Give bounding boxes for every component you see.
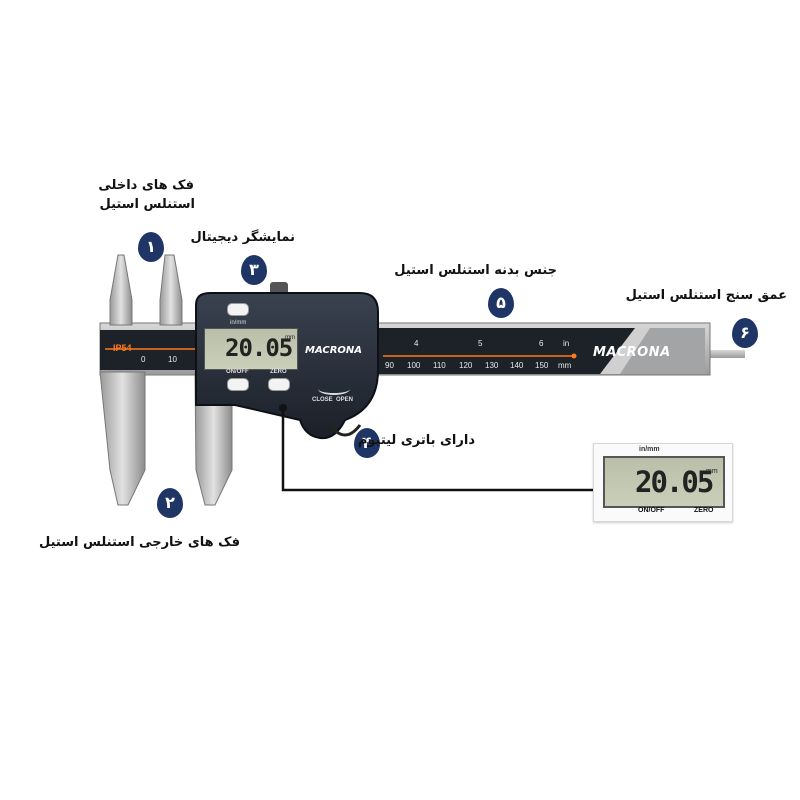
body-brand: MACRONA [305,345,363,356]
scale-mm-0: 0 [141,355,146,364]
scale-mm-130: 130 [485,361,499,370]
scale-in-unit: in [563,339,570,348]
scale-mm-150: 150 [535,361,549,370]
ip-rating: IP54 [113,343,132,353]
scale-in-6: 6 [539,339,544,348]
zoom-lcd-unit: mm [706,468,718,475]
zero-button[interactable] [268,378,290,391]
scale-mm-90: 90 [385,361,394,370]
zoom-unit-label: in/mm [639,446,660,453]
scale-mm-120: 120 [459,361,473,370]
zoom-lcd: 20.05 mm [603,456,725,508]
body-zero-label: ZERO [270,369,287,375]
top-button[interactable] [227,303,249,316]
body-lcd: 20.05 mm [204,328,298,370]
scale-in-5: 5 [478,339,483,348]
zoom-lcd-reading: 20.05 [635,465,714,499]
body-lcd-reading: 20.05 [225,334,293,362]
battery-cover-label: CLOSE OPEN [312,397,354,403]
callout-dot [279,404,287,412]
body-lcd-unit: mm [285,335,295,341]
battery-cover-arrow-icon [318,383,350,395]
body-on-off-label: ON/OFF [226,369,249,375]
on-off-button[interactable] [227,378,249,391]
scale-mm-110: 110 [433,361,446,370]
scale-in-4: 4 [414,339,419,348]
badge-4-icon: ۴ [354,428,380,458]
zoom-display: in/mm 20.05 mm ON/OFF ZERO [593,443,733,522]
scale-mm-10: 10 [168,355,177,364]
label-inner-jaws-line2: استنلس استیل [99,197,195,212]
label-body-material: جنس بدنه استنلس استیل [394,263,557,278]
zoom-on-off-label: ON/OFF [638,507,665,514]
label-depth-gauge: عمق سنج استنلس استیل [625,288,787,303]
scale-mm-unit: mm [558,361,572,370]
fixed-jaw [99,254,146,506]
badge-3-icon: ۳ [241,255,267,285]
label-digital-display: نمایشگر دیجیتال [190,230,295,245]
callout-line [281,408,600,492]
scale-mm-140: 140 [510,361,524,370]
badge-1-icon: ۱ [138,232,164,262]
label-battery: دارای باتری لیتیوم [357,433,475,448]
label-inner-jaws-line1: فک های داخلی [98,178,194,193]
badge-5-icon: ۵ [488,288,514,318]
body-unit-label: in/mm [230,320,247,326]
badge-6-icon: ۶ [732,318,758,348]
zoom-zero-label: ZERO [694,507,714,514]
beam-brand: MACRONA [593,345,671,360]
depth-rod [700,350,745,358]
label-outer-jaws: فک های خارجی استنلس استیل [39,535,240,550]
badge-2-icon: ۲ [157,488,183,518]
scale-mm-100: 100 [407,361,421,370]
